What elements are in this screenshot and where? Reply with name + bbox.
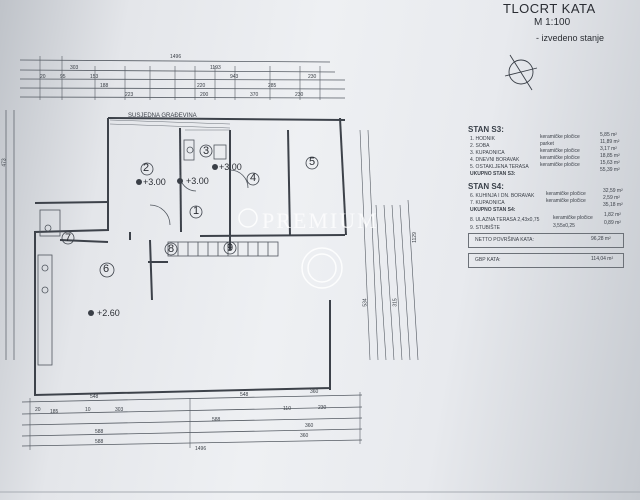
dimension-label: 588: [95, 439, 104, 445]
dimension-label: 20: [35, 407, 41, 413]
legend-item-name: 3. KUPAONICA: [470, 150, 505, 156]
dimension-label: 285: [268, 83, 277, 89]
legend-item-name: 4. DNEVNI BORAVAK: [470, 157, 520, 163]
room-number: 8: [168, 243, 175, 255]
premium-watermark: PREMIUM: [262, 208, 379, 233]
legend-total-area: 55,39 m²: [600, 167, 620, 173]
dimension-label: 230: [308, 74, 317, 80]
legend-item-area: 0,89 m²: [604, 220, 621, 226]
legend-item-finish: keramičke pločice: [546, 191, 586, 197]
legend-item-area: 18,85 m²: [600, 153, 620, 159]
netto-area-value: 96,28 m²: [591, 236, 611, 242]
dimension-label: 548: [240, 392, 249, 398]
legend-item-name: 7. KUPAONICA: [470, 200, 505, 206]
legend-item-finish: keramičke pločice: [540, 162, 580, 168]
dimension-label: 473: [1, 158, 8, 167]
gbp-area-label: GBP KATA:: [475, 257, 501, 263]
legend-item-name: 6. KUHINJA I DN. BORAVAK: [470, 193, 535, 199]
dimension-label: 370: [250, 92, 259, 98]
legend-item-finish: keramičke pločice: [546, 198, 586, 204]
legend-item-area: 32,59 m²: [603, 188, 623, 194]
room-level: +3.00: [186, 176, 209, 186]
room-number: 9: [227, 242, 234, 254]
netto-area-label: NETTO POVRŠINA KATA:: [475, 237, 534, 243]
legend-item-area: 5,85 m²: [600, 132, 617, 138]
legend-item-area: 1,82 m²: [604, 212, 621, 218]
top-dimension-lines: [19, 56, 346, 100]
room-number: 2: [143, 162, 150, 174]
north-arrow: [504, 54, 538, 91]
room-number: 6: [103, 263, 110, 275]
dimension-label: 95: [60, 74, 66, 80]
netto-area-box: NETTO POVRŠINA KATA: 96,28 m²: [468, 233, 624, 248]
room-level: +3.00: [219, 162, 242, 172]
dimension-label: 548: [90, 394, 99, 400]
dimension-label: 315: [392, 298, 399, 307]
legend-item-area: 2,59 m²: [603, 195, 620, 201]
legend-item-finish: keramičke pločice: [540, 155, 580, 161]
drawing-scale: M 1:100: [534, 17, 571, 28]
dimension-label: 360: [310, 389, 319, 395]
room-number: 1: [193, 205, 200, 217]
legend-s4-heading: STAN S4:: [468, 182, 504, 191]
room-level: +2.60: [97, 308, 120, 318]
legend-total-name: UKUPNO STAN S4:: [470, 207, 516, 213]
dimension-label: 153: [90, 74, 99, 80]
watermark-emblem: [238, 208, 343, 289]
neighbor-building-label: SUSJEDNA GRAĐEVINA: [128, 113, 197, 119]
dimension-label: 200: [200, 92, 209, 98]
room-number: 4: [250, 172, 257, 184]
dimension-label: 1129: [411, 232, 418, 243]
room-number: 7: [65, 232, 72, 244]
legend-total-name: UKUPNO STAN S3:: [470, 171, 516, 177]
walls: [34, 117, 347, 397]
dimension-label: 223: [125, 92, 134, 98]
dimension-label: 188: [100, 83, 109, 89]
dimension-label: 1193: [210, 65, 221, 71]
legend-item-finish: keramičke pločice: [540, 148, 580, 154]
dimension-label: 360: [305, 423, 314, 429]
legend-item-name: 2. SOBA: [470, 143, 490, 149]
drawing-title: TLOCRT KATA: [503, 1, 596, 16]
dimension-label: 1496: [170, 54, 182, 60]
legend-item-name: 5. OSTAKLJENA TERASA: [470, 164, 529, 170]
dimension-label: 588: [212, 417, 221, 423]
legend-item-finish: 3,55x0,25: [553, 223, 575, 229]
dimension-label: 943: [230, 74, 239, 80]
gbp-area-box: GBP KATA: 114,04 m²: [468, 253, 624, 268]
gbp-area-value: 114,04 m²: [591, 256, 614, 262]
dimension-label: 230: [318, 405, 327, 411]
dimension-label: 303: [70, 65, 79, 71]
legend-item-name: 8. ULAZNA TERASA 2,43x0,75: [470, 217, 540, 223]
dimension-label: 185: [50, 409, 59, 415]
room-level: +3.00: [143, 177, 166, 187]
dimension-label: 110: [283, 406, 291, 412]
dimension-label: 20: [40, 74, 46, 80]
dimension-label: 588: [95, 429, 104, 435]
legend-item-name: 1. HODNIK: [470, 136, 496, 142]
dimension-label: 1496: [195, 446, 207, 452]
room-number: 5: [309, 156, 316, 168]
legend-item-area: 3,17 m²: [600, 146, 617, 152]
dimension-label: 10: [85, 407, 91, 413]
legend-item-finish: parket: [540, 141, 554, 147]
legend-item-area: 15,63 m²: [600, 160, 620, 166]
dimension-label: 303: [115, 407, 124, 413]
legend-item-finish: keramičke pločice: [553, 215, 593, 221]
drawing-subtitle: - izvedeno stanje: [536, 33, 605, 43]
legend-item-name: 9. STUBIŠTE: [470, 225, 501, 231]
dimension-label: 360: [300, 433, 309, 439]
legend-item-finish: keramičke pločice: [540, 134, 580, 140]
dimension-label: 230: [295, 92, 304, 98]
dimension-label: 534: [362, 298, 369, 307]
legend-item-area: 11,89 m²: [600, 139, 620, 145]
room-number: 3: [203, 145, 210, 157]
dimension-label: 220: [197, 83, 206, 89]
legend-s3-heading: STAN S3:: [468, 125, 504, 134]
legend-total-area: 35,18 m²: [603, 202, 623, 208]
